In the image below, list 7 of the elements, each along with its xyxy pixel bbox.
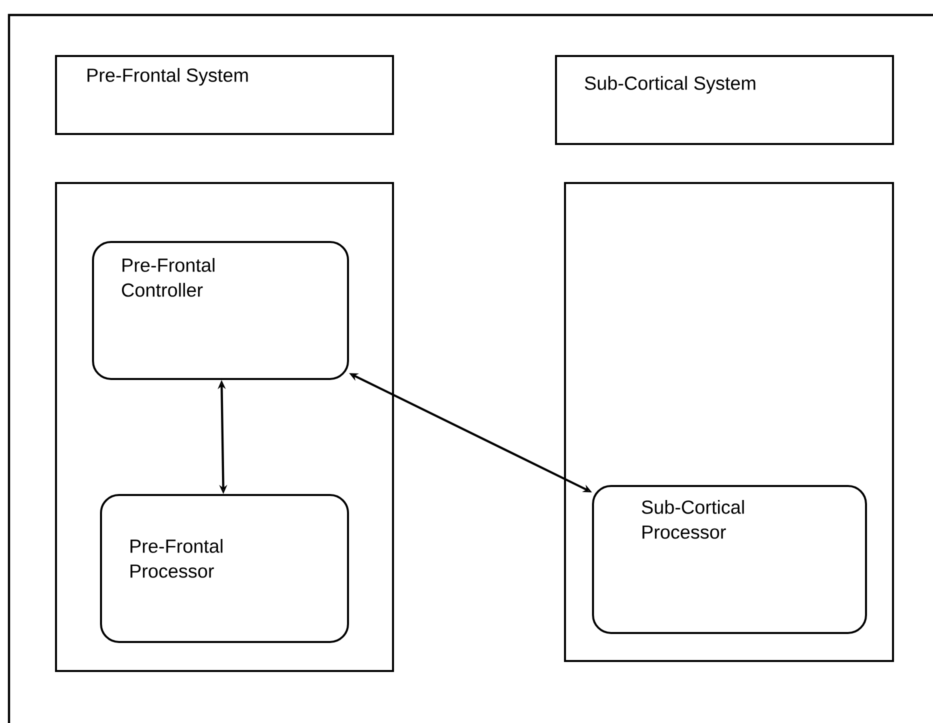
rounded-box: Pre-Frontal Controller	[92, 240, 349, 380]
frame-box	[564, 182, 894, 662]
rounded-box: Sub-Cortical Processor	[592, 484, 867, 634]
title-box: Sub-Cortical System	[555, 55, 894, 145]
rounded-box: Pre-Frontal Processor	[100, 494, 349, 643]
title-box: Pre-Frontal System	[55, 55, 394, 135]
frame-box	[55, 182, 394, 672]
